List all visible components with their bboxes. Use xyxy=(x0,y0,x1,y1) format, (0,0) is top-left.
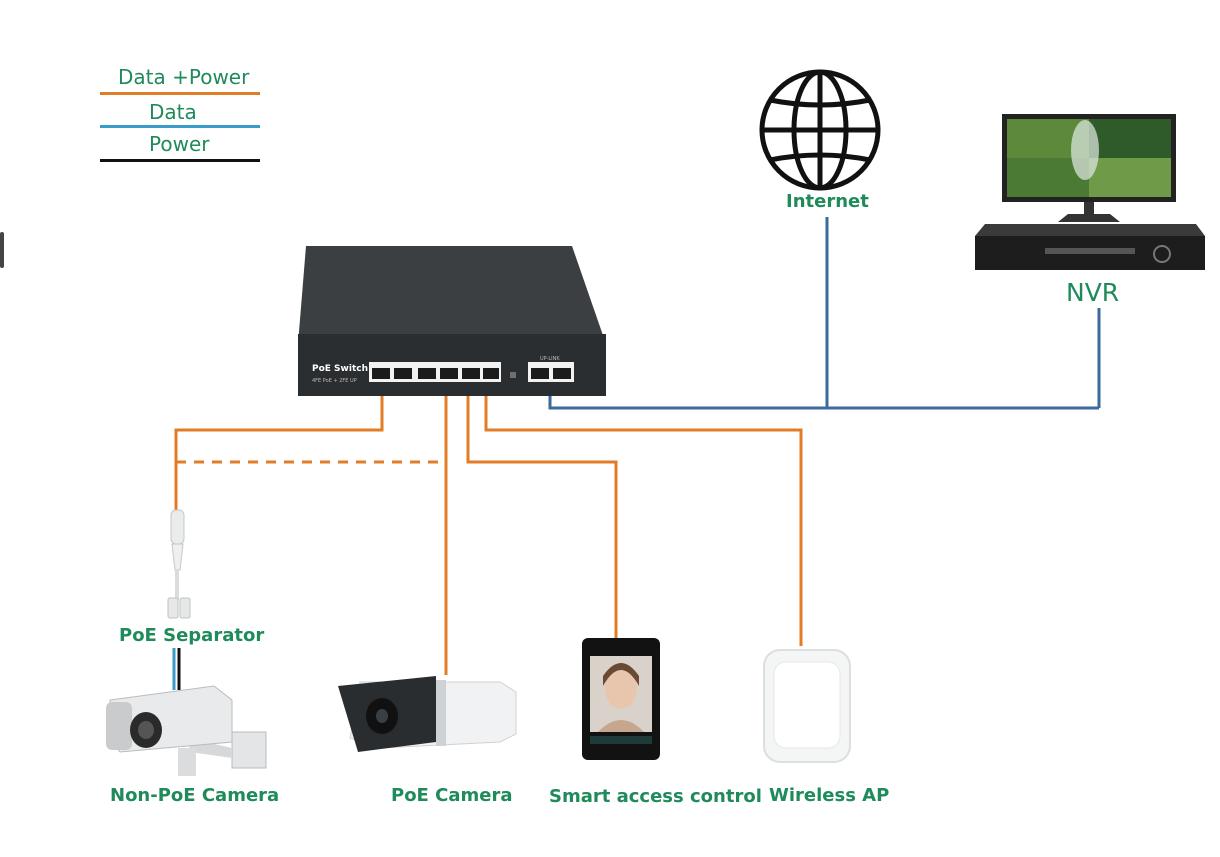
non-poe-camera-label: Non-PoE Camera xyxy=(110,785,280,806)
poe-separator-icon xyxy=(167,509,191,619)
nvr-label: NVR xyxy=(1066,278,1120,307)
poe-switch-icon: PoE Switch 4FE PoE + 2FE UP UP-LINK xyxy=(298,246,606,396)
legend-line-data xyxy=(100,125,260,128)
monitor-icon xyxy=(1002,114,1176,222)
legend-label-power: Power xyxy=(149,132,210,156)
globe-icon xyxy=(759,69,881,191)
data-power-links xyxy=(174,390,803,675)
separator-cable xyxy=(172,648,181,690)
box-camera-icon xyxy=(106,685,267,776)
link-separator xyxy=(174,390,384,512)
switch-title: PoE Switch xyxy=(312,364,368,374)
nvr-recorder-icon xyxy=(975,224,1205,270)
edge-fragment xyxy=(0,232,4,268)
wireless-ap-icon xyxy=(763,649,851,763)
poe-separator-label: PoE Separator xyxy=(119,625,265,646)
link-wireless-ap xyxy=(484,390,803,646)
switch-subtitle: 4FE PoE + 2FE UP xyxy=(312,378,357,384)
link-access-control xyxy=(466,390,618,638)
legend-line-data-power xyxy=(100,92,260,95)
legend-line-power xyxy=(100,159,260,162)
internet-label: Internet xyxy=(786,191,869,212)
poe-camera-label: PoE Camera xyxy=(391,785,513,806)
access-control-label: Smart access control xyxy=(549,786,762,807)
legend-label-data: Data xyxy=(149,100,197,124)
bullet-camera-icon xyxy=(338,676,517,752)
legend-label-data-power: Data +Power xyxy=(118,65,250,89)
wireless-ap-label: Wireless AP xyxy=(769,785,890,806)
link-uplink-bus xyxy=(548,390,1099,410)
access-terminal-icon xyxy=(582,638,660,760)
switch-uplink-label: UP-LINK xyxy=(540,356,560,362)
